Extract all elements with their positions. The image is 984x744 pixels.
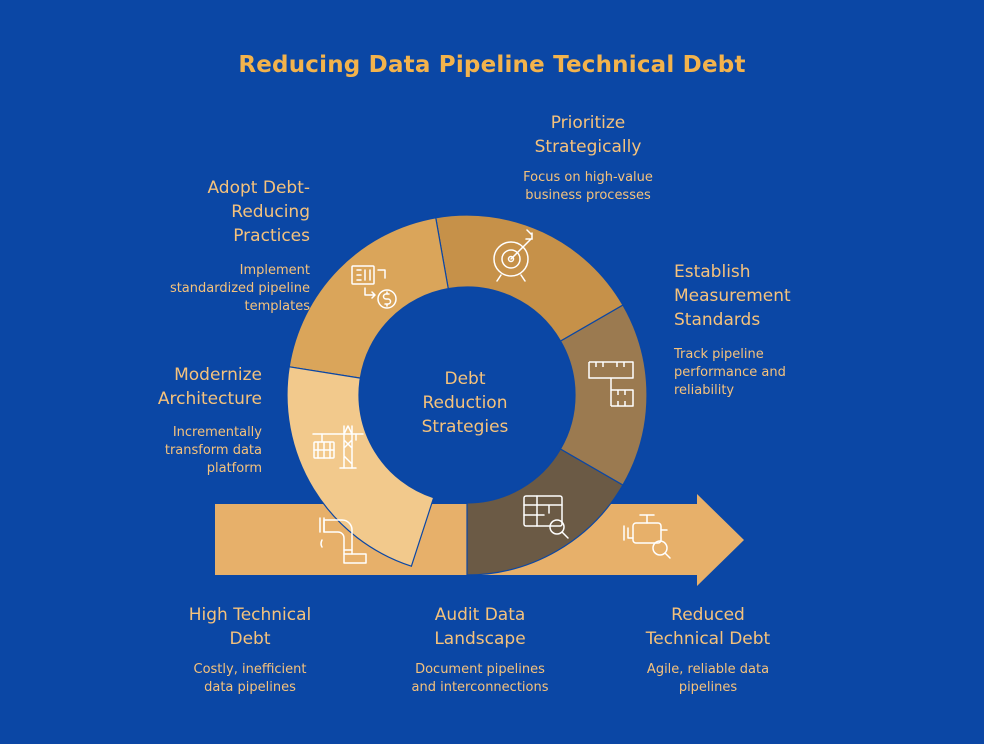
prioritize-heading: Prioritize Strategically bbox=[534, 113, 642, 157]
center-label: Debt Reduction Strategies bbox=[421, 369, 509, 437]
start-description: Costly, inefficient data pipelines bbox=[193, 662, 307, 695]
cost-process-icon bbox=[351, 265, 397, 309]
target-icon bbox=[493, 229, 533, 282]
measure-heading: Establish Measurement Standards bbox=[674, 262, 791, 330]
pipe-icon bbox=[319, 517, 367, 564]
adopt-heading: Adopt Debt- Reducing Practices bbox=[207, 178, 310, 246]
table-search-icon bbox=[523, 495, 569, 539]
ring bbox=[286, 214, 648, 576]
modernize-heading: Modernize Architecture bbox=[157, 365, 262, 409]
prioritize-description: Focus on high-value business processes bbox=[523, 170, 653, 203]
modernize-description: Incrementally transform data platform bbox=[164, 425, 262, 476]
ring-segment-adopt bbox=[288, 217, 449, 379]
crane-icon bbox=[312, 425, 364, 469]
measure-description: Track pipeline performance and reliabili… bbox=[674, 347, 786, 398]
end-heading: Reduced Technical Debt bbox=[645, 605, 771, 649]
end-description: Agile, reliable data pipelines bbox=[646, 662, 770, 695]
ring-segment-modernize bbox=[286, 366, 435, 567]
start-heading: High Technical Debt bbox=[188, 605, 312, 649]
adopt-description: Implement standardized pipeline template… bbox=[169, 263, 310, 314]
audit-description: Document pipelines and interconnections bbox=[411, 662, 549, 695]
page-title: Reducing Data Pipeline Technical Debt bbox=[238, 52, 746, 78]
valve-search-icon bbox=[623, 514, 671, 559]
audit-heading: Audit Data Landscape bbox=[434, 605, 526, 649]
measuring-tape-icon bbox=[588, 361, 634, 407]
